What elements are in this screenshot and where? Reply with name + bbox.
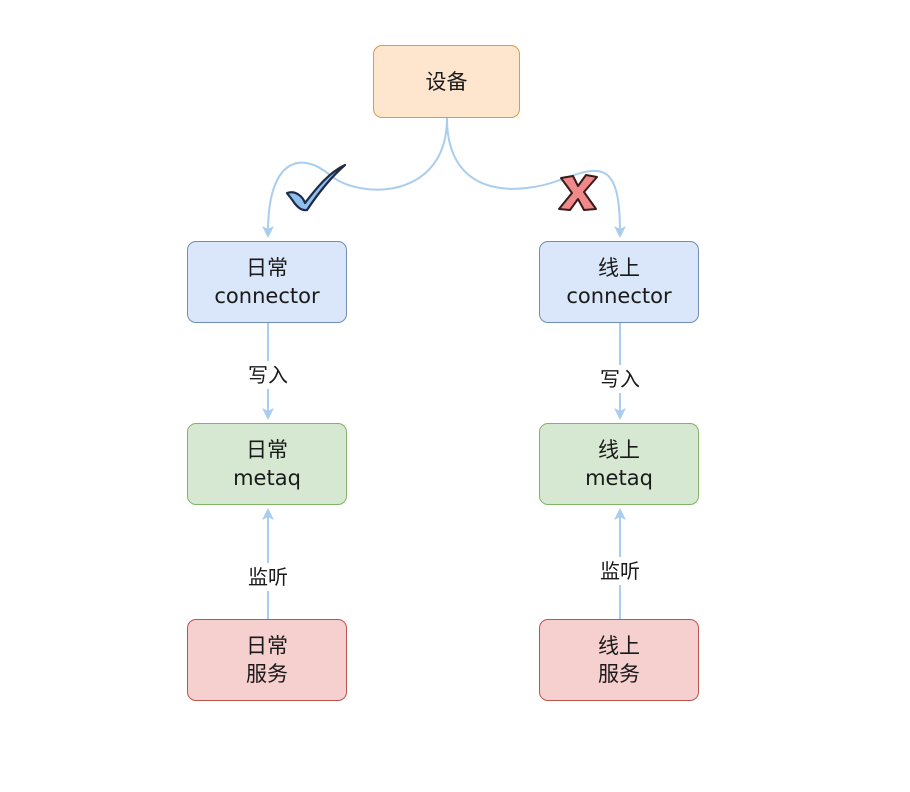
online-write-label: 写入 bbox=[598, 365, 642, 393]
check-icon bbox=[285, 163, 347, 212]
daily-connector-line2: connector bbox=[214, 284, 320, 308]
online-service-line2: 服务 bbox=[598, 662, 640, 686]
edge-device-to-online-connector bbox=[446, 117, 626, 238]
online-metaq-node: 线上 metaq bbox=[539, 423, 699, 505]
daily-connector-node: 日常 connector bbox=[187, 241, 347, 323]
daily-service-line2: 服务 bbox=[246, 662, 288, 686]
daily-service-line1: 日常 bbox=[246, 634, 288, 658]
daily-metaq-node: 日常 metaq bbox=[187, 423, 347, 505]
daily-metaq-line1: 日常 bbox=[246, 438, 288, 462]
online-connector-line2: connector bbox=[566, 284, 672, 308]
daily-service-node: 日常 服务 bbox=[187, 619, 347, 701]
daily-listen-label: 监听 bbox=[246, 563, 290, 591]
online-connector-line1: 线上 bbox=[598, 256, 640, 280]
online-metaq-line1: 线上 bbox=[598, 438, 640, 462]
online-service-node: 线上 服务 bbox=[539, 619, 699, 701]
online-connector-node: 线上 connector bbox=[539, 241, 699, 323]
online-listen-label: 监听 bbox=[598, 557, 642, 585]
device-label: 设备 bbox=[425, 69, 468, 94]
edge-device-to-daily-connector bbox=[262, 117, 448, 238]
daily-connector-line1: 日常 bbox=[246, 256, 288, 280]
cross-icon bbox=[558, 174, 598, 211]
daily-write-label: 写入 bbox=[246, 361, 290, 389]
daily-metaq-line2: metaq bbox=[233, 466, 301, 490]
online-metaq-line2: metaq bbox=[585, 466, 653, 490]
device-node: 设备 bbox=[373, 45, 520, 118]
online-service-line1: 线上 bbox=[598, 634, 640, 658]
